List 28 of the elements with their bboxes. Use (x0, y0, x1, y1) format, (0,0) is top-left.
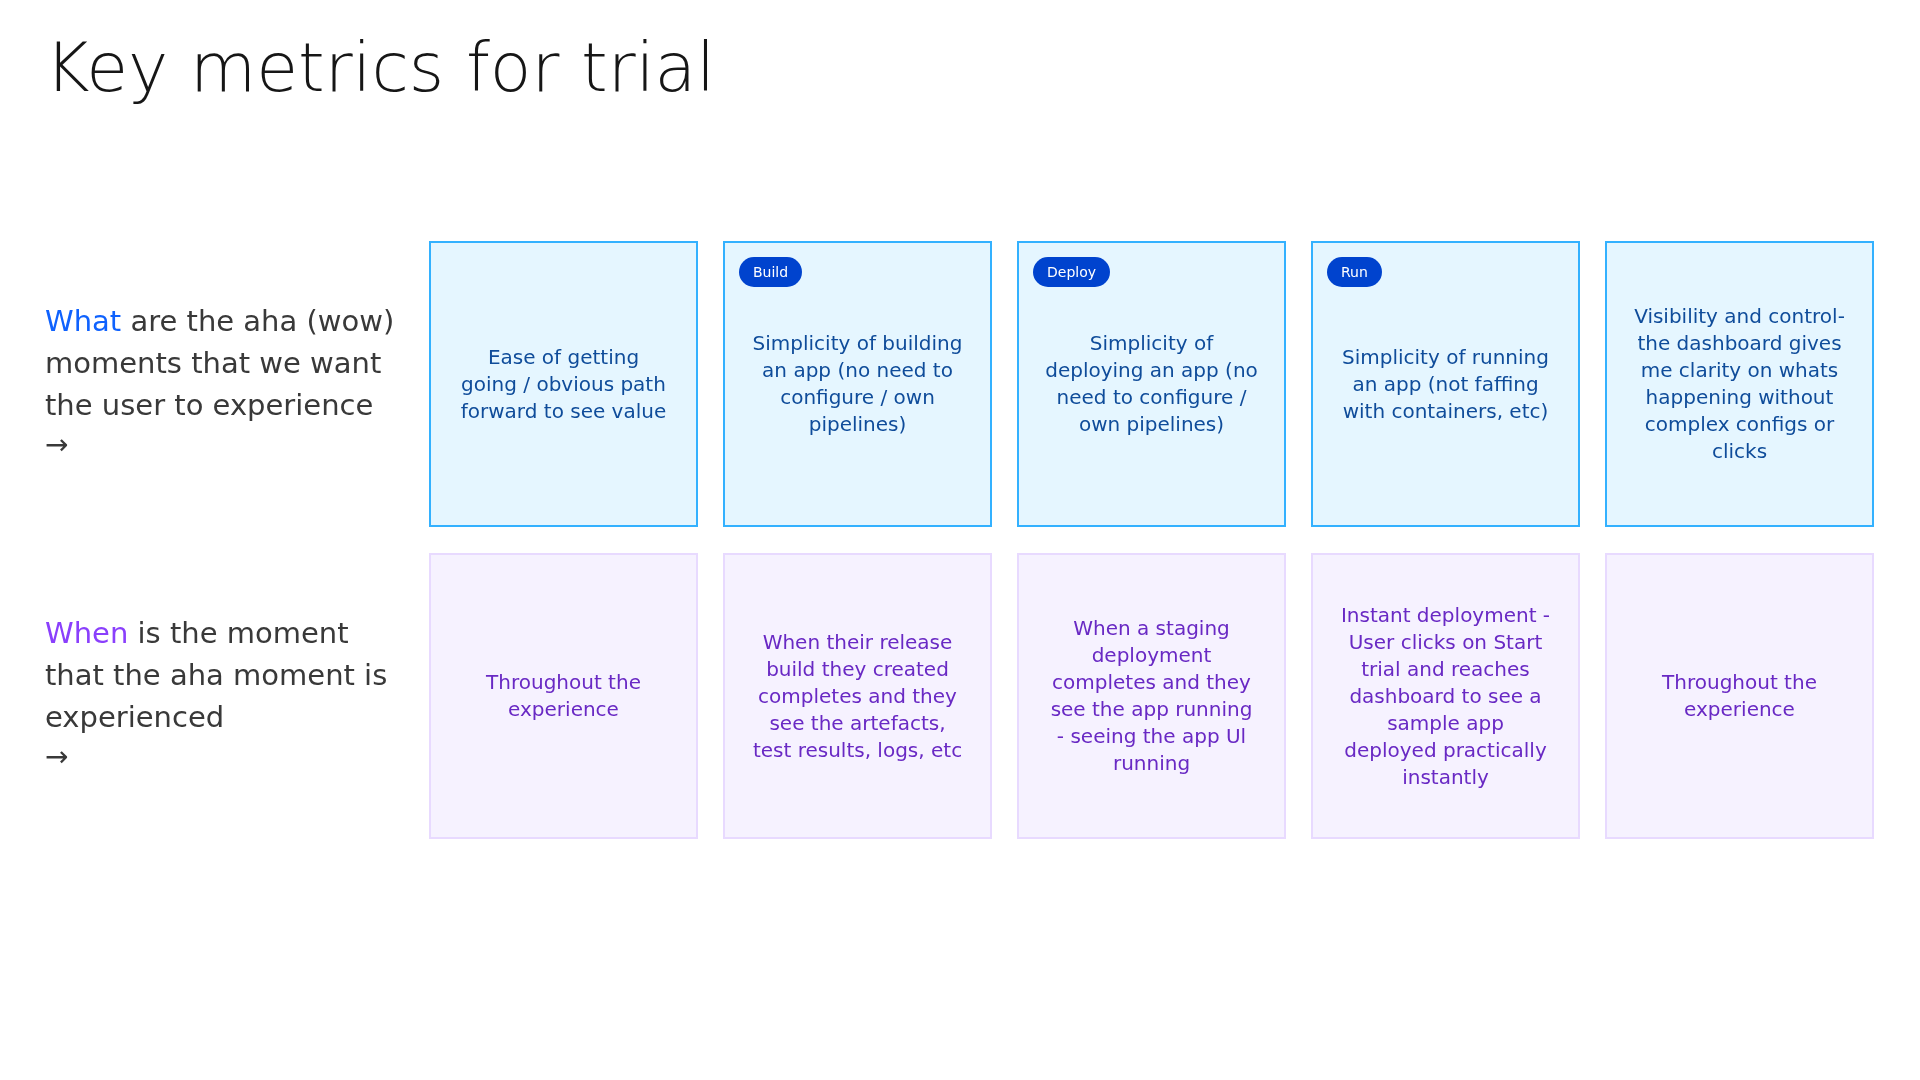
card-text: Ease of getting going / obvious path forward to see value (459, 343, 668, 425)
card-text: Throughout the experience (1661, 669, 1818, 723)
stage-tag: Deploy (1033, 257, 1111, 287)
card-text: When a staging deployment completes and they see the app running - seeing the app Ul running (1049, 615, 1254, 777)
timing-card (1311, 553, 1580, 839)
timing-card (723, 553, 992, 839)
row-heading: When is the moment that the aha moment is experienced (45, 615, 389, 736)
arrow-glyph: → (45, 428, 69, 461)
metric-card (429, 241, 698, 527)
row-heading: What are the aha (wow) moments that we want the user to experience (45, 303, 395, 424)
timing-card (1605, 553, 1874, 839)
card-text: Visibility and control- the dashboard gives me clarity on whats happening without complex configs or clicks (1633, 303, 1846, 465)
metric-card (1605, 241, 1874, 527)
metric-card (723, 241, 992, 527)
stage-tag: Build (739, 257, 803, 287)
stage-tag: Run (1327, 257, 1382, 287)
page-title: Key metrics for trial (45, 28, 716, 107)
timing-card (1017, 553, 1286, 839)
metric-card (1311, 241, 1580, 527)
card-text: Simplicity of building an app (no need to configure / own pipelines) (751, 330, 964, 438)
card-text: Throughout the experience (485, 669, 642, 723)
arrow-glyph: → (45, 740, 69, 773)
card-text: Instant deployment - User clicks on Start trial and reaches dashboard to see a sample app deployed practically instantly (1339, 601, 1552, 791)
card-text: When their release build they created completes and they see the artefacts, test results, logs, etc (751, 628, 964, 764)
metric-card (1017, 241, 1286, 527)
card-text: Simplicity of deploying an app (no need to configure / own pipelines) (1045, 330, 1258, 438)
timing-card (429, 553, 698, 839)
card-text: Simplicity of running an app (not faffing with containers, etc) (1341, 343, 1550, 425)
